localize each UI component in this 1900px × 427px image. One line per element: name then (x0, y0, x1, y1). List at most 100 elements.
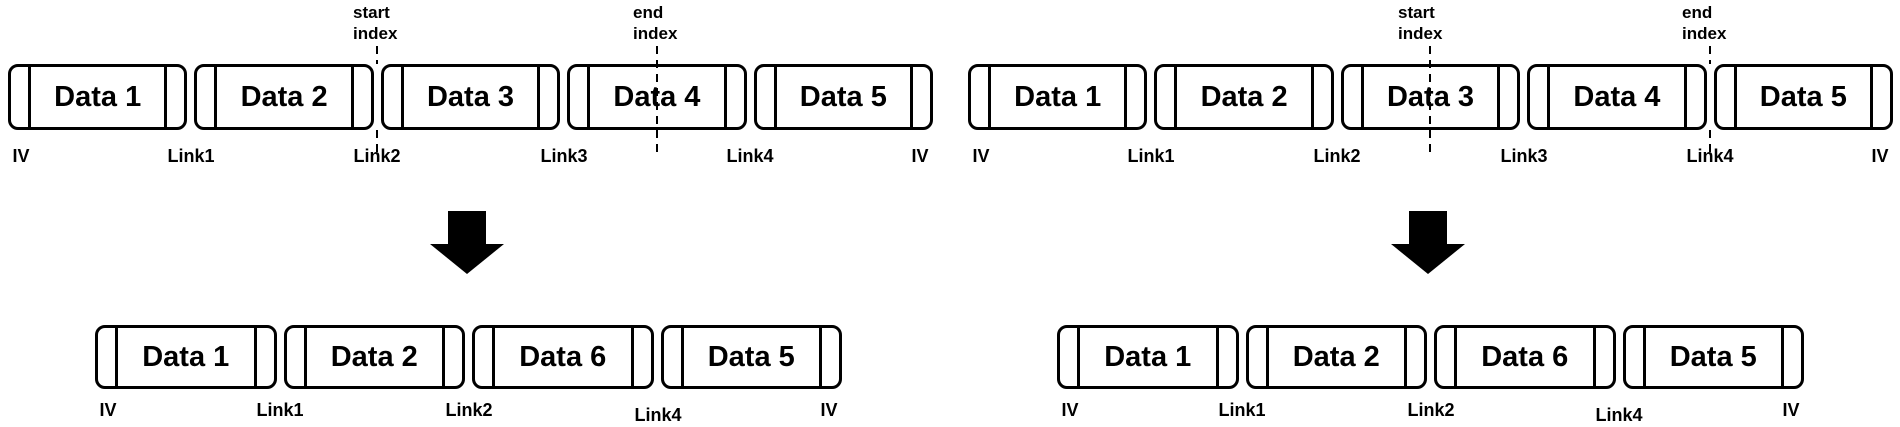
link-strip (442, 328, 462, 386)
data-block: Data 5 (1622, 325, 1804, 389)
data-block: Data 5 (1713, 64, 1894, 130)
data-block: Data 1 (95, 325, 277, 389)
link-strip (1530, 67, 1551, 127)
link-strip (1683, 67, 1704, 127)
link-strip (1124, 67, 1144, 127)
data-block: Data 2 (194, 64, 374, 130)
link-label: Link3 (1500, 146, 1548, 166)
link-strip (757, 67, 777, 127)
data-block: Data 2 (1245, 325, 1427, 389)
link-strip (1157, 67, 1178, 127)
link-strip (723, 67, 744, 127)
iv-strip (1781, 328, 1801, 386)
data-block-label: Data 2 (1292, 340, 1380, 373)
link-label: Link2 (1313, 146, 1361, 166)
link-label: Link4 (1686, 146, 1734, 166)
arrow-shaft (1409, 211, 1447, 244)
data-block: Data 6 (472, 325, 654, 389)
start-index-label: start index (1398, 3, 1443, 43)
data-block-label: Data 4 (1573, 80, 1661, 113)
link-strip (1626, 328, 1646, 386)
link-strip (664, 328, 684, 386)
link-label: Link1 (1218, 400, 1266, 420)
result-chain: Data 1 Data 2 Data 6 Data 5 (95, 325, 842, 389)
iv-strip (910, 67, 930, 127)
data-block-label: Data 1 (142, 340, 230, 373)
original-chain: Data 1 Data 2 Data 3 Data 4 Data 5 (968, 64, 1894, 130)
start-index-dashed-line (376, 46, 378, 64)
end-index-dashed-line (1709, 46, 1711, 64)
data-block: Data 3 (380, 64, 561, 130)
iv-strip (98, 328, 118, 386)
link-strip (253, 328, 274, 386)
link-strip (197, 67, 218, 127)
down-arrow-icon (1391, 211, 1465, 274)
iv-strip (971, 67, 991, 127)
link-label: Link1 (1127, 146, 1175, 166)
link-label: Link4 (726, 146, 774, 166)
data-block-label: Data 5 (1759, 80, 1847, 113)
data-block: Data 5 (753, 64, 934, 130)
link-strip (287, 328, 307, 386)
iv-label: IV (911, 146, 929, 166)
link-strip (164, 67, 184, 127)
data-block: Data 1 (8, 64, 188, 130)
link-label: Link2 (445, 400, 493, 420)
end-index-label: end index (633, 3, 678, 43)
link-strip (1310, 67, 1331, 127)
iv-label: IV (972, 146, 990, 166)
data-block: Data 5 (660, 325, 842, 389)
data-block: Data 4 (1527, 64, 1707, 130)
data-block: Data 2 (283, 325, 465, 389)
data-block-label: Data 3 (426, 80, 515, 113)
data-block-label: Data 1 (1104, 340, 1192, 373)
iv-strip (819, 328, 839, 386)
iv-strip (1060, 328, 1080, 386)
data-block-label: Data 5 (799, 80, 887, 113)
down-arrow-icon (430, 211, 504, 274)
data-block-label: Data 5 (707, 340, 795, 373)
data-block: Data 1 (1057, 325, 1239, 389)
link-label: Link3 (540, 146, 588, 166)
data-block: Data 2 (1154, 64, 1334, 130)
link-strip (1437, 328, 1457, 386)
link-strip (570, 67, 591, 127)
link-strip (1497, 67, 1517, 127)
iv-label: IV (1061, 400, 1079, 420)
iv-strip (11, 67, 31, 127)
link-strip (1215, 328, 1236, 386)
link-strip (537, 67, 557, 127)
data-block-label: Data 6 (1481, 340, 1569, 373)
iv-strip (1870, 67, 1890, 127)
data-block-label: Data 2 (1200, 80, 1288, 113)
data-block-label: Data 6 (519, 340, 607, 373)
link-strip (475, 328, 495, 386)
link-label: Link1 (256, 400, 304, 420)
link-label: Link1 (167, 146, 215, 166)
end-index-dashed-line (1709, 130, 1711, 152)
link-strip (630, 328, 651, 386)
arrow-shaft (448, 211, 486, 244)
link-strip (1249, 328, 1269, 386)
link-strip (1404, 328, 1424, 386)
iv-label: IV (820, 400, 838, 420)
iv-label: IV (99, 400, 117, 420)
result-chain: Data 1 Data 2 Data 6 Data 5 (1057, 325, 1804, 389)
original-chain: Data 1 Data 2 Data 3 Data 4 Data 5 (8, 64, 934, 130)
link-strip (1344, 67, 1364, 127)
iv-label: IV (1782, 400, 1800, 420)
link-strip (1717, 67, 1737, 127)
link-strip (384, 67, 404, 127)
start-index-label: start index (353, 3, 398, 43)
data-block: Data 1 (968, 64, 1148, 130)
iv-label: IV (1871, 146, 1889, 166)
link-strip (1592, 328, 1613, 386)
arrow-head (430, 244, 504, 274)
link-label: Link4 (634, 405, 682, 425)
link-strip (350, 67, 371, 127)
end-index-label: end index (1682, 3, 1727, 43)
end-index-dashed-line (656, 46, 658, 152)
link-label: Link4 (1595, 405, 1643, 425)
data-block-label: Data 2 (240, 80, 328, 113)
